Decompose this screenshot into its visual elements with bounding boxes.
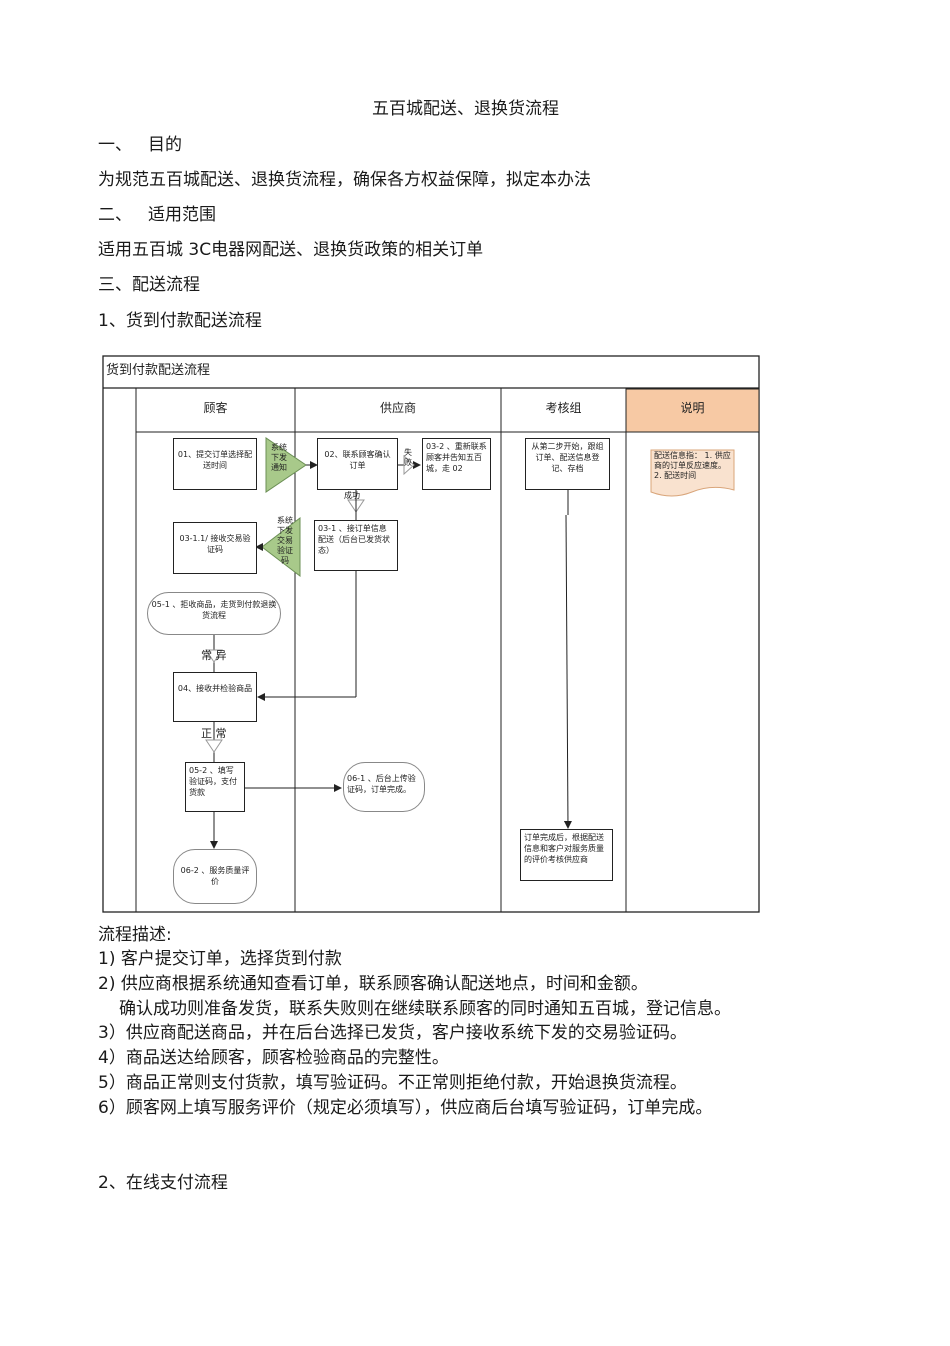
description-line-5: 5）商品正常则支付货款，填写验证码。不正常则拒绝付款，开始退换货流程。 bbox=[98, 1073, 687, 1093]
description-line-1: 1) 客户提交订单，选择货到付款 bbox=[98, 949, 342, 969]
node-061-upload-code: 06-1 、后台上传验证码，订单完成。 bbox=[343, 762, 425, 812]
description-title: 流程描述: bbox=[98, 925, 172, 945]
node-04-inspect: 04、接收并检验商品 bbox=[173, 672, 257, 722]
explain-note-shape bbox=[650, 449, 735, 497]
triangle-label-code: 系统下发交易验证码 bbox=[277, 516, 293, 565]
section-1-number: 一、 bbox=[98, 135, 132, 155]
label-normal: 正 常 bbox=[201, 727, 227, 740]
label-abnormal: 常 异 bbox=[201, 649, 227, 662]
label-success: 成功 bbox=[344, 491, 360, 500]
fail-diamond bbox=[403, 454, 415, 476]
explain-header-bg bbox=[625, 388, 760, 433]
description-line-4: 4）商品送达给顾客，顾客检验商品的完整性。 bbox=[98, 1048, 449, 1068]
arrow-audit bbox=[563, 514, 572, 829]
lane-customer: 顾客 bbox=[203, 401, 228, 415]
section-2-title: 适用范围 bbox=[148, 205, 216, 225]
section-1-text: 为规范五百城配送、退换货流程，确保各方权益保障，拟定本办法 bbox=[98, 170, 591, 190]
node-02-contact-customer: 02、联系顾客确认订单 bbox=[317, 438, 398, 490]
node-audit-evaluate: 订单完成后，根据配送信息和客户对服务质量的评价考核供应商 bbox=[520, 829, 613, 881]
lane-explain: 说明 bbox=[680, 401, 705, 415]
node-01-submit-order: 01、提交订单选择配送时间 bbox=[173, 438, 257, 490]
lane-audit: 考核组 bbox=[545, 401, 582, 415]
node-052-pay: 05-2 、填写验证码，支付货款 bbox=[185, 762, 245, 812]
subsection-1-title: 1、货到付款配送流程 bbox=[98, 311, 262, 331]
node-audit-track: 从第二步开始，跟组订单、配送信息登记、存档 bbox=[525, 438, 610, 490]
section-3-title: 三、配送流程 bbox=[98, 275, 200, 295]
abnormal-diamond bbox=[205, 649, 223, 663]
node-032-recontact: 03-2 、重新联系顾客并告知五百城，走 02 bbox=[422, 438, 491, 490]
system-code-triangle bbox=[261, 516, 301, 578]
lane-supplier: 供应商 bbox=[379, 401, 416, 415]
section-2-text: 适用五百城 3C电器网配送、退换货政策的相关订单 bbox=[98, 240, 484, 260]
normal-diamond bbox=[205, 739, 223, 753]
section-1-title: 目的 bbox=[148, 135, 182, 155]
flowchart-header: 货到付款配送流程 bbox=[106, 363, 211, 378]
explain-note-text: 配送信息指： 1. 供应商的订单反应速度。 2. 配送时间 bbox=[654, 451, 731, 480]
description-line-2b: 确认成功则准备发货，联系失败则在继续联系顾客的同时通知五百城，登记信息。 bbox=[119, 999, 731, 1019]
section-2-number: 二、 bbox=[98, 205, 132, 225]
description-line-3: 3）供应商配送商品，并在后台选择已发货，客户接收系统下发的交易验证码。 bbox=[98, 1023, 687, 1043]
flowchart-frame bbox=[102, 355, 760, 913]
triangle-label-notify: 系统下发通知 bbox=[271, 443, 287, 472]
node-062-service-rating: 06-2 、服务质量评价 bbox=[173, 849, 257, 904]
node-051-reject: 05-1 、拒收商品，走货到付款退换货流程 bbox=[147, 592, 281, 635]
description-line-6: 6）顾客网上填写服务评价（规定必须填写），供应商后台填写验证码，订单完成。 bbox=[98, 1098, 713, 1118]
description-line-2: 2) 供应商根据系统通知查看订单，联系顾客确认配送地点，时间和金额。 bbox=[98, 974, 648, 994]
node-0311-receive-code: 03-1.1/ 接收交易验证码 bbox=[173, 522, 257, 574]
document-title: 五百城配送、退换货流程 bbox=[372, 99, 559, 119]
label-fail: 失败 bbox=[404, 448, 412, 467]
node-031-deliver: 03-1 、接订单信息配送（后台已发货状态） bbox=[314, 520, 398, 571]
subsection-2-title: 2、在线支付流程 bbox=[98, 1173, 228, 1193]
system-notify-triangle bbox=[265, 437, 307, 493]
